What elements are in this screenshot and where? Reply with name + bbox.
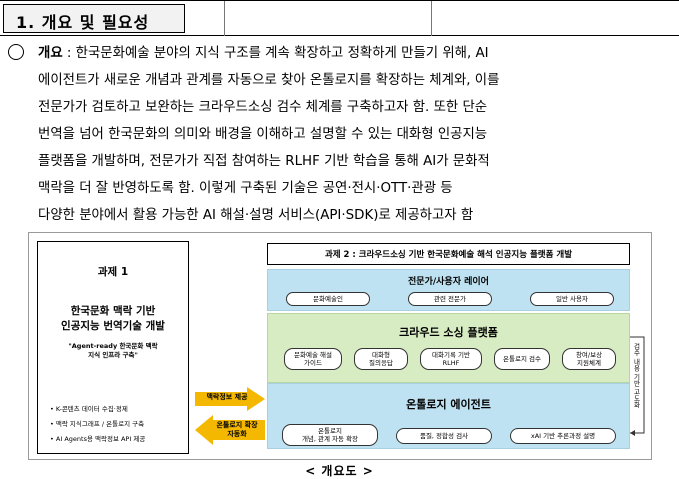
pill-line: 대화기록 기반 bbox=[432, 351, 470, 359]
arrow-label-context: 맥락정보 제공 bbox=[206, 393, 248, 401]
task1-main-line: 한국문화 맥락 기반 bbox=[70, 305, 156, 317]
overview-label: 개요 bbox=[38, 46, 63, 61]
pill-artist: 문화예술인 bbox=[286, 292, 370, 306]
ontology-agent-layer: 온톨로지 에이전트 온톨로지 개념, 관계 자동 확장 품질, 정합성 검사 x… bbox=[267, 383, 630, 449]
crowd-platform-title: 크라우드 소싱 플랫폼 bbox=[399, 326, 498, 339]
section-header-row: 1. 개요 및 필요성 bbox=[0, 0, 679, 36]
task1-sub-line: "Agent-ready 한국문화 맥락 bbox=[68, 342, 158, 350]
arrow-right-icon bbox=[195, 387, 265, 411]
pill-reward: 창여/보상 지원체계 bbox=[562, 348, 616, 370]
header-divider bbox=[224, 1, 225, 36]
section-title: 1. 개요 및 필요성 bbox=[16, 13, 150, 32]
diagram-caption: < 개요도 > bbox=[305, 464, 374, 478]
section-title-box: 1. 개요 및 필요성 bbox=[3, 4, 185, 33]
pill-expert: 관련 전문가 bbox=[408, 292, 492, 306]
pill-guide: 문화예술 해설 가이드 bbox=[284, 348, 342, 370]
list-item: • AI Agents용 맥락정보 API 제공 bbox=[50, 435, 146, 443]
paragraph-line-5: 플랫폼을 개발하며, 전문가가 직접 참여하는 RLHF 기반 학습을 통해 A… bbox=[38, 154, 490, 169]
task2-title: 과제 2 : 크라우드소싱 기반 한국문화예술 해석 인공지능 플랫폼 개발 bbox=[324, 250, 573, 260]
pill-general-user: 일반 사용자 bbox=[530, 292, 614, 306]
task1-title: 과제 1 bbox=[97, 266, 129, 278]
pill-xai: xAI 기반 추론과정 설명 bbox=[510, 428, 616, 444]
paragraph-line-3: 전문가가 검토하고 보완하는 크라우드소싱 검수 체계를 구축하고자 함. 또한… bbox=[38, 94, 487, 121]
task2-title-box: 과제 2 : 크라우드소싱 기반 한국문화예술 해석 인공지능 플랫폼 개발 bbox=[267, 243, 630, 265]
arrow-label-ontology: 온톨로지 확장 자동화 bbox=[209, 421, 265, 439]
pill-line: 문화예술 해설 bbox=[294, 351, 332, 359]
feedback-side-label: 검수 내용 기반 고도화 bbox=[632, 343, 642, 423]
pill-line: 개념, 관계 자동 확장 bbox=[301, 435, 359, 443]
paragraph-line-6: 맥락을 더 잘 반영하도록 함. 이렇게 구축된 기술은 공연·전시·OTT·관… bbox=[38, 181, 453, 196]
task1-sub-line: 지식 인프라 구축" bbox=[88, 351, 138, 359]
crowd-sourcing-platform: 크라우드 소싱 플랫폼 문화예술 해설 가이드 대화형 질의응답 대화기록 기반… bbox=[267, 313, 630, 383]
expert-user-layer: 전문가/사용자 레이어 문화예술인 관련 전문가 일반 사용자 bbox=[267, 269, 630, 311]
arrow-left-icon bbox=[195, 415, 265, 445]
paragraph-text: 한국문화예술 분야의 지식 구조를 계속 확장하고 정확하게 만들기 위해, A… bbox=[75, 46, 489, 61]
header-divider bbox=[431, 1, 432, 36]
paragraph-line-2: 에이전트가 새로운 개념과 관계를 자동으로 찾아 온톨로지를 확장하는 체계와… bbox=[38, 73, 500, 88]
paragraph-line-1: 개요 : 한국문화예술 분야의 지식 구조를 계속 확장하고 정확하게 만들기 … bbox=[38, 40, 489, 67]
pill-line: 대화형 bbox=[372, 351, 390, 359]
task1-main-line: 인공지능 번역기술 개발 bbox=[61, 320, 165, 332]
arrow-label-line: 온톨로지 확장 bbox=[216, 421, 258, 429]
pill-ontology-review: 온톨로지 검수 bbox=[494, 348, 550, 370]
list-item: • 맥락 지식그래프 / 온톨로지 구축 bbox=[50, 420, 145, 428]
task1-subtitle: "Agent-ready 한국문화 맥락 지식 인프라 구축" bbox=[38, 342, 188, 360]
pill-line: 가이드 bbox=[304, 359, 322, 367]
circle-bullet-icon bbox=[8, 44, 24, 60]
ontology-agent-title: 온톨로지 에이전트 bbox=[406, 398, 491, 411]
pill-line: 창여/보상 bbox=[575, 351, 603, 359]
task1-panel: 과제 1 한국문화 맥락 기반 인공지능 번역기술 개발 "Agent-read… bbox=[37, 241, 189, 454]
pill-quality-check: 품질, 정합성 검사 bbox=[396, 428, 492, 444]
pill-rlhf: 대화기록 기반 RLHF bbox=[420, 348, 482, 370]
pill-line: 지원체계 bbox=[577, 359, 601, 367]
paragraph-line-7: 다양한 분야에서 활용 가능한 AI 해설·설명 서비스(API·SDK)로 제… bbox=[38, 208, 474, 223]
pill-line: 온톨로지 bbox=[318, 427, 342, 435]
feedback-arrow-icon bbox=[630, 336, 645, 436]
expert-layer-title: 전문가/사용자 레이어 bbox=[408, 277, 489, 287]
task1-main-title: 한국문화 맥락 기반 인공지능 번역기술 개발 bbox=[38, 304, 188, 334]
list-item: • K-콘텐츠 데이터 수집·정제 bbox=[50, 405, 128, 413]
overview-diagram: 과제 1 한국문화 맥락 기반 인공지능 번역기술 개발 "Agent-read… bbox=[28, 232, 652, 460]
side-label-text: 검수 내용 기반 고도화 bbox=[632, 343, 640, 408]
pill-line: RLHF bbox=[442, 359, 460, 367]
arrow-label-line: 자동화 bbox=[227, 430, 247, 438]
task1-item-list: • K-콘텐츠 데이터 수집·정제 • 맥락 지식그래프 / 온톨로지 구축 •… bbox=[50, 402, 188, 447]
label-separator: : bbox=[62, 46, 76, 61]
paragraph-line-4: 번역을 넘어 한국문화의 의미와 배경을 이해하고 설명할 수 있는 대화형 인… bbox=[38, 127, 488, 142]
paragraph-text: 전문가가 검토하고 보완하는 크라우드소싱 검수 체계를 구축하고자 함. 또한… bbox=[38, 100, 488, 115]
pill-line: 질의응답 bbox=[369, 359, 393, 367]
pill-qa: 대화형 질의응답 bbox=[354, 348, 408, 370]
pill-ontology-expand: 온톨로지 개념, 관계 자동 확장 bbox=[282, 424, 378, 446]
